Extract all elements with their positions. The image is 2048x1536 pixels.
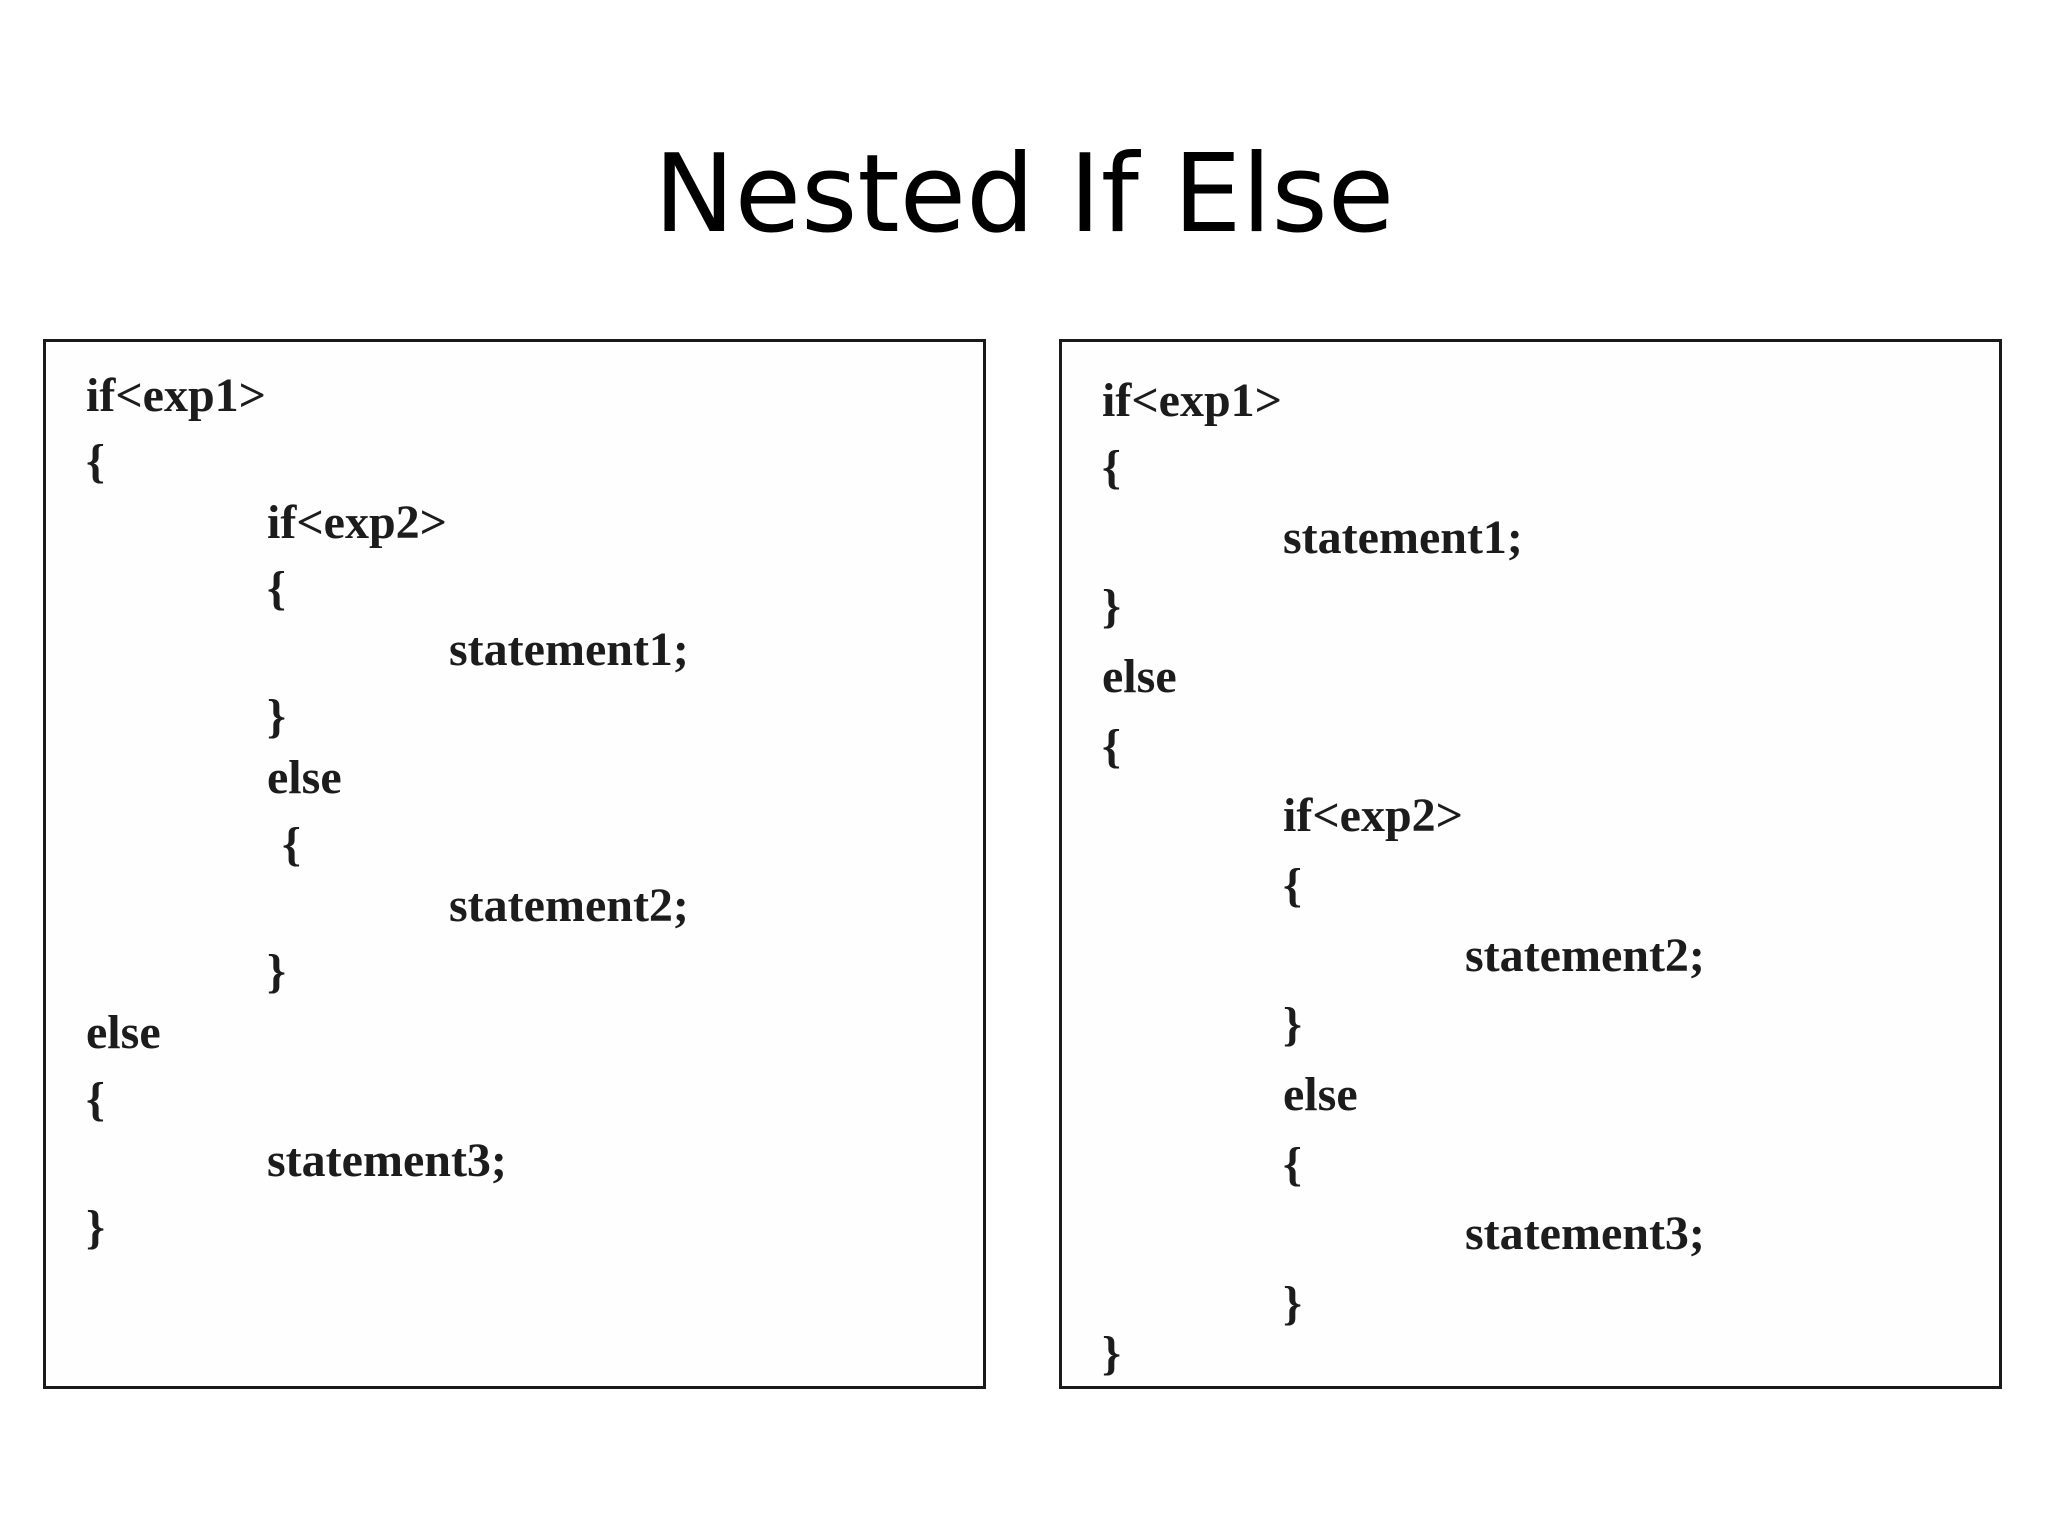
code-line: { [1283,1138,1302,1191]
code-line: { [86,435,105,488]
code-line: } [267,945,286,998]
code-line: } [1102,580,1121,633]
slide-title: Nested If Else [653,132,1395,257]
code-line: } [86,1201,105,1254]
code-line: else [1283,1068,1358,1121]
code-line: else [1102,650,1177,703]
code-line: { [1283,859,1302,912]
code-line: if<exp2> [267,496,448,549]
code-line: statement2; [1465,929,1705,982]
code-line: if<exp2> [1283,789,1464,842]
code-line: { [267,562,286,615]
right-code-box: if<exp1> { statement1; } else { if<exp2>… [1059,339,2002,1389]
code-line: } [1102,1327,1121,1380]
code-line: else [267,751,342,804]
code-line: if<exp1> [1102,374,1283,427]
code-line: } [267,690,286,743]
code-line: statement1; [449,623,689,676]
left-code-box: if<exp1> { if<exp2> { statement1; } else… [43,339,986,1389]
code-line: { [282,818,301,871]
code-line: { [1102,720,1121,773]
code-line: } [1283,1277,1302,1330]
code-line: { [86,1073,105,1126]
code-line: else [86,1006,161,1059]
code-line: { [1102,441,1121,494]
code-line: statement3; [1465,1207,1705,1260]
code-line: statement1; [1283,511,1523,564]
code-line: statement3; [267,1134,507,1187]
code-line: } [1283,998,1302,1051]
code-line: statement2; [449,879,689,932]
code-line: if<exp1> [86,369,267,422]
